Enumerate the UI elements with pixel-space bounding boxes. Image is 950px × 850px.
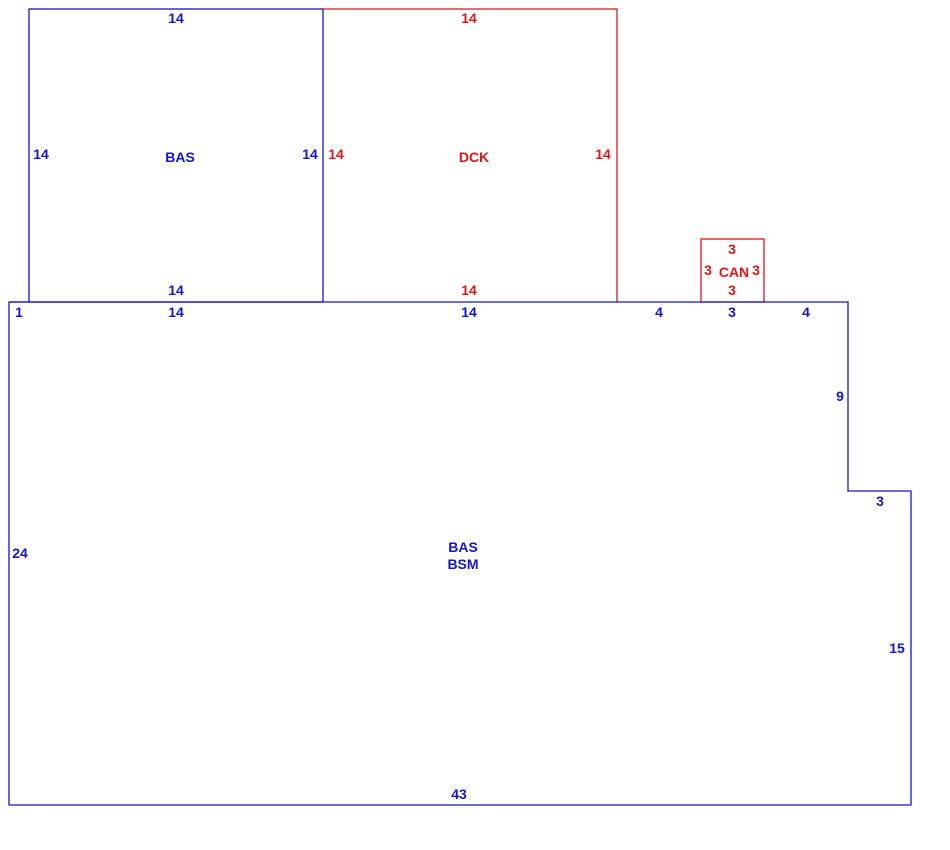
main-dim-top-left: 1 xyxy=(15,304,23,320)
main-dim-right-lower: 15 xyxy=(889,640,905,656)
bas-upper-dim-right: 14 xyxy=(302,146,318,162)
main-dim-top-3: 4 xyxy=(655,304,663,320)
main-dim-right-upper: 9 xyxy=(836,388,844,404)
bas-upper-dim-top: 14 xyxy=(168,10,184,26)
main-dim-top-1: 14 xyxy=(168,304,184,320)
bas-upper-label: BAS xyxy=(165,149,195,165)
can-dim-top: 3 xyxy=(728,241,736,257)
main-label-line2: BSM xyxy=(447,556,478,572)
area-main: BAS BSM 1 14 14 4 3 4 9 3 15 43 24 xyxy=(8,301,912,806)
dck-dim-right: 14 xyxy=(595,146,611,162)
bas-upper-dim-bottom: 14 xyxy=(168,282,184,298)
can-label: CAN xyxy=(719,264,749,280)
dck-dim-bottom: 14 xyxy=(461,282,477,298)
can-dim-right: 3 xyxy=(752,262,760,278)
main-dim-top-5: 4 xyxy=(802,304,810,320)
dck-label: DCK xyxy=(459,149,489,165)
main-outline xyxy=(8,301,912,806)
area-dck: DCK 14 14 14 14 xyxy=(323,8,618,302)
main-dim-bottom: 43 xyxy=(451,786,467,802)
can-dim-left: 3 xyxy=(704,262,712,278)
main-dim-left: 24 xyxy=(12,545,28,561)
main-dim-top-2: 14 xyxy=(461,304,477,320)
dck-dim-top: 14 xyxy=(461,10,477,26)
area-bas-upper: BAS 14 14 14 14 xyxy=(28,8,324,303)
main-dim-top-4: 3 xyxy=(728,304,736,320)
main-label-line1: BAS xyxy=(448,539,478,555)
dck-outline xyxy=(323,8,618,302)
main-dim-step: 3 xyxy=(876,493,884,509)
can-dim-bottom: 3 xyxy=(728,282,736,298)
dck-dim-left: 14 xyxy=(328,146,344,162)
bas-upper-dim-left: 14 xyxy=(33,146,49,162)
area-can: CAN 3 3 3 3 xyxy=(700,238,765,303)
